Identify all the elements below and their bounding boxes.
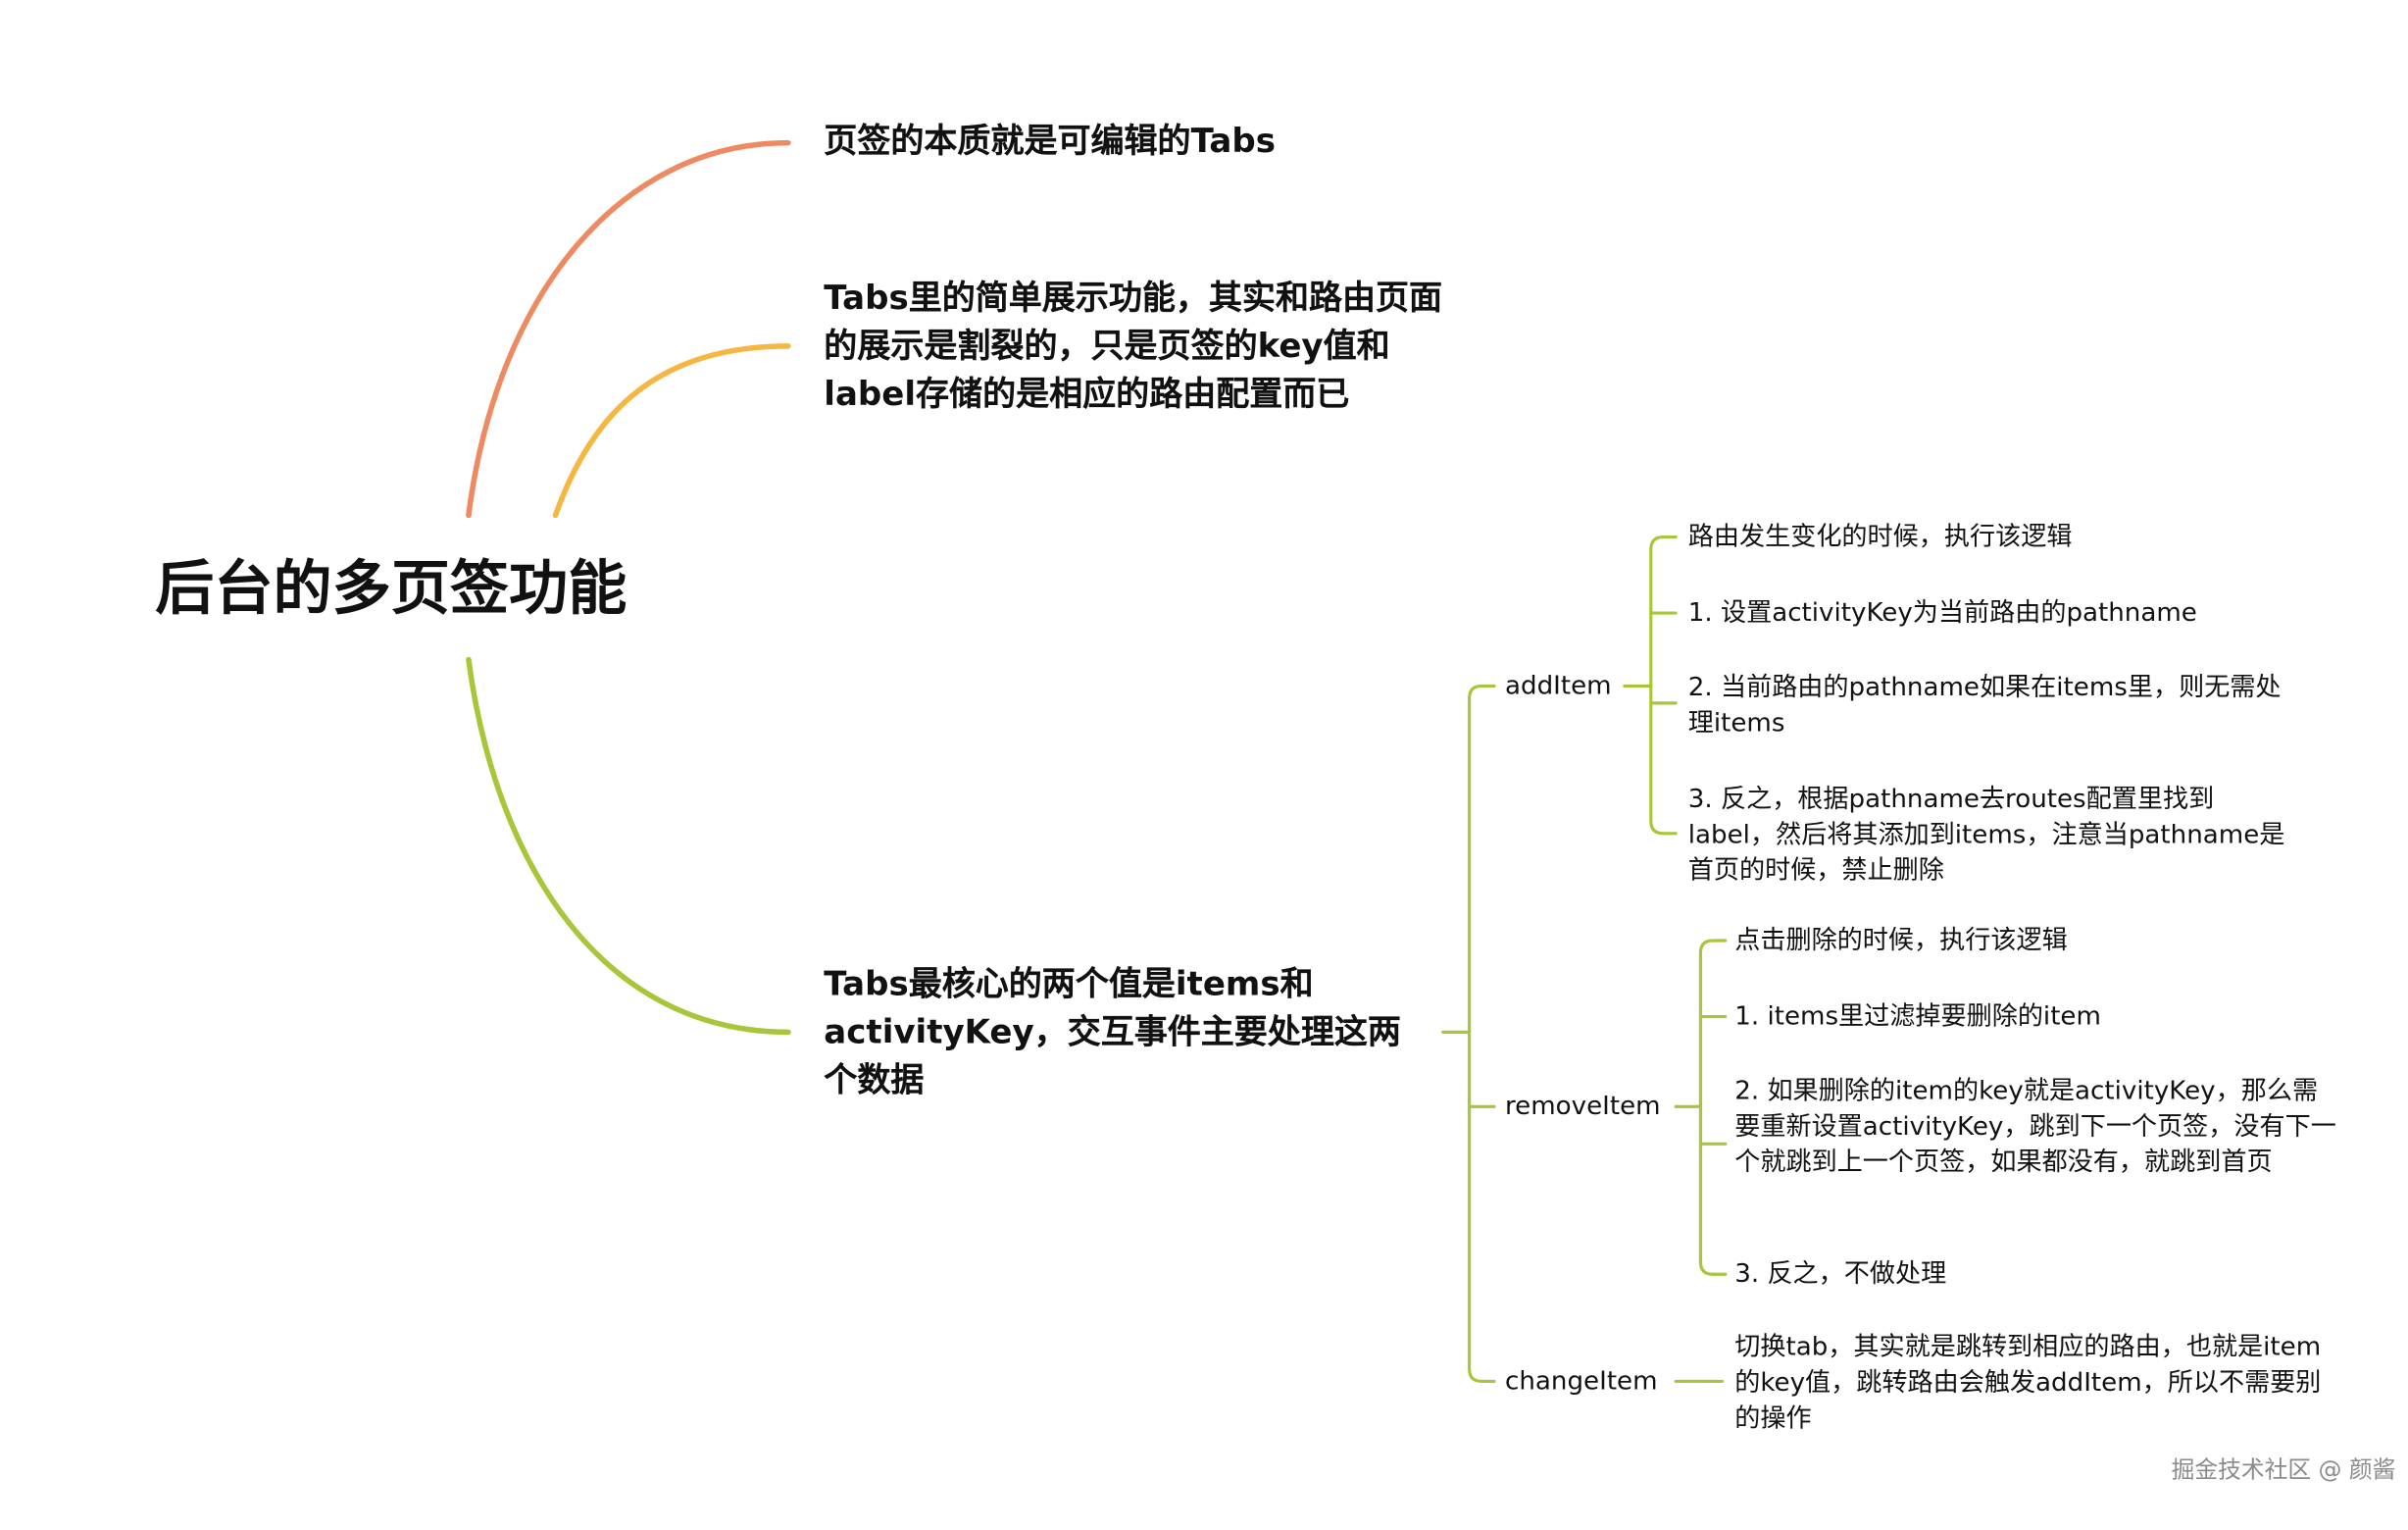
additem-bracket [1649,535,1678,836]
watermark: 掘金技术社区 @ 颜酱 [2171,1455,2396,1484]
removeitem-note-4[interactable]: 3. 反之，不做处理 [1734,1258,1947,1289]
additem-note-4[interactable]: 3. 反之，根据pathname去routes配置里找到label，然后将其添加… [1687,784,2285,886]
subtopic-removeitem[interactable]: removeItem [1505,1091,1661,1121]
branch-topic-2[interactable]: Tabs里的简单展示功能，其实和路由页面的展示是割裂的，只是页签的key值和la… [824,279,1443,415]
sub-bracket [1468,684,1496,1384]
branch-link-2 [552,343,791,519]
additem-note-1[interactable]: 路由发生变化的时候，执行该逻辑 [1687,521,2073,551]
branch-topic-1[interactable]: 页签的本质就是可编辑的Tabs [824,123,1276,162]
changeitem-note-1[interactable]: 切换tab，其实就是跳转到相应的路由，也就是item的key值，跳转路由会触发a… [1734,1331,2322,1433]
removeitem-note-1[interactable]: 点击删除的时候，执行该逻辑 [1734,925,2068,955]
removeitem-note-2[interactable]: 1. items里过滤掉要删除的item [1734,1000,2101,1031]
branch-link-1 [466,139,791,519]
sub-tree-lines [1441,684,1496,1384]
removeitem-note-3[interactable]: 2. 如果删除的item的key就是activityKey，那么需要重新设置ac… [1734,1075,2336,1177]
root-topic[interactable]: 后台的多页签功能 [155,553,627,623]
leaf-lines [1623,535,1728,1384]
branch-link-3 [466,656,791,1036]
subtopic-additem[interactable]: addItem [1505,670,1612,700]
removeitem-bracket [1698,939,1728,1276]
branch-topic-3[interactable]: Tabs最核心的两个值是items和activityKey，交互事件主要处理这两… [824,965,1401,1100]
subtopic-changeitem[interactable]: changeItem [1505,1365,1658,1396]
additem-note-2[interactable]: 1. 设置activityKey为当前路由的pathname [1687,597,2197,628]
additem-note-3[interactable]: 2. 当前路由的pathname如果在items里，则无需处理items [1687,672,2282,738]
